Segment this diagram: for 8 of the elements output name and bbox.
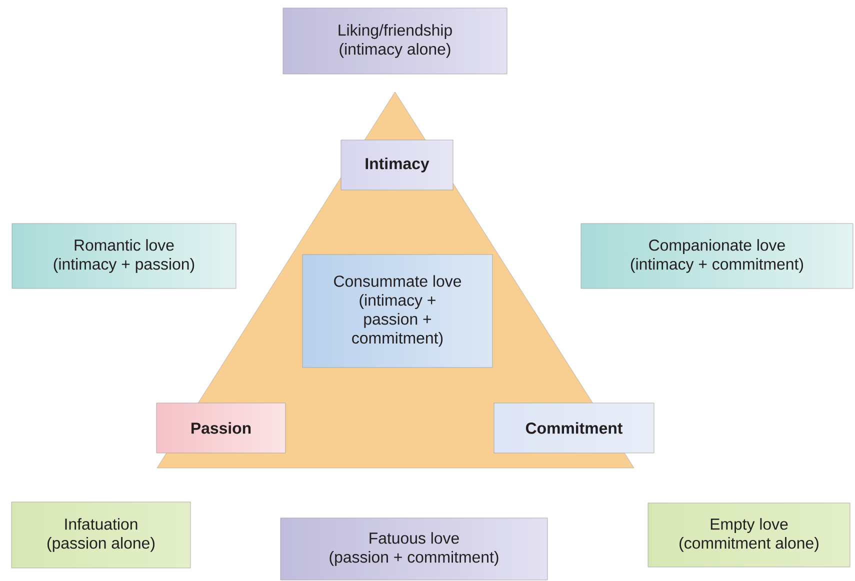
- category-box: Fatuous love (passion + commitment): [280, 518, 548, 580]
- corner-label-box: Commitment: [494, 402, 654, 454]
- category-box: Romantic love (intimacy + passion): [12, 223, 236, 289]
- center-box: Consummate love (intimacy + passion + commitment): [302, 254, 493, 368]
- category-box: Liking/friendship (intimacy alone): [282, 8, 508, 74]
- category-box: Empty love (commitment alone): [648, 502, 850, 568]
- category-box: Companionate love (intimacy + commitment): [580, 223, 854, 289]
- category-box: Infatuation (passion alone): [11, 502, 191, 568]
